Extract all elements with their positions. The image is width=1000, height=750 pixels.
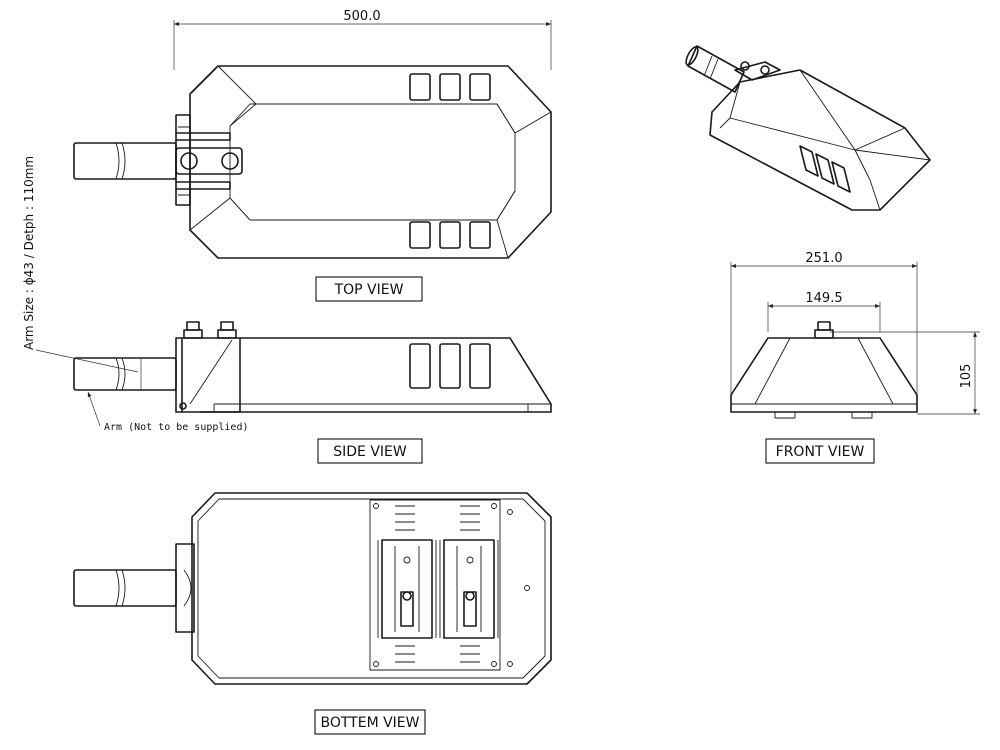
note-arm-size: Arm Size : ϕ43 / Detph : 110mm: [22, 156, 36, 350]
dim-length: 500.0: [343, 9, 380, 24]
note-arm: Arm (Not to be supplied): [104, 422, 249, 433]
led-module-left: [381, 539, 433, 639]
dim-height: 105: [959, 364, 974, 389]
top-view: 500.0 TOP VIEW: [73, 9, 552, 302]
label-bottom-view: BOTTEM VIEW: [320, 715, 419, 731]
arm-notes: Arm Size : ϕ43 / Detph : 110mm Arm (Not …: [22, 156, 249, 433]
label-top-view: TOP VIEW: [334, 282, 404, 298]
dim-width: 251.0: [805, 251, 842, 266]
dim-inner-width: 149.5: [805, 291, 842, 306]
front-view: 251.0 149.5 105 FRONT VIEW: [730, 251, 980, 464]
led-module-right: [443, 539, 495, 639]
side-view: SIDE VIEW: [73, 321, 552, 464]
label-side-view: SIDE VIEW: [333, 444, 407, 460]
isometric-view: [685, 45, 931, 211]
bottom-view: BOTTEM VIEW: [73, 492, 552, 735]
label-front-view: FRONT VIEW: [776, 444, 865, 460]
